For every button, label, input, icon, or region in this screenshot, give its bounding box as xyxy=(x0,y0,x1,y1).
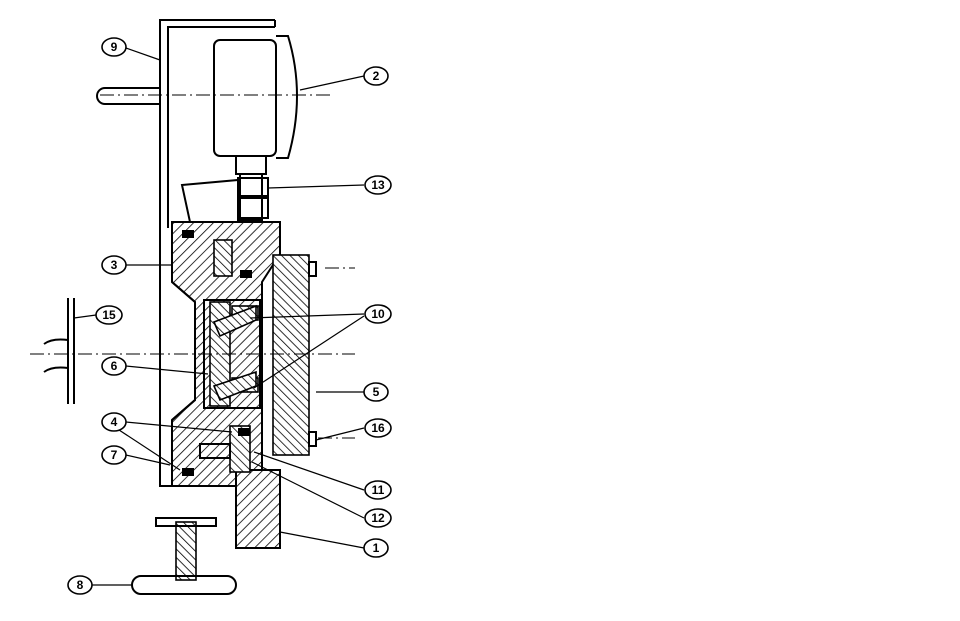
callout-label-3: 3 xyxy=(111,258,118,272)
callout-11: 11 xyxy=(364,480,392,500)
callout-label-2: 2 xyxy=(373,69,380,83)
callout-13: 13 xyxy=(364,175,392,195)
callout-9: 9 xyxy=(101,37,127,57)
callout-label-11: 11 xyxy=(372,483,385,497)
callout-label-4: 4 xyxy=(111,415,118,429)
inner-plug xyxy=(203,299,261,409)
callout-4: 4 xyxy=(101,412,127,432)
callout-label-13: 13 xyxy=(371,178,385,192)
callout-15: 15 xyxy=(95,305,123,325)
callout-8: 8 xyxy=(67,575,93,595)
callout-12: 12 xyxy=(364,508,392,528)
callout-6: 6 xyxy=(101,356,127,376)
callout-label-1: 1 xyxy=(373,541,380,555)
callout-2: 2 xyxy=(363,66,389,86)
callout-label-6: 6 xyxy=(111,359,118,373)
callout-label-8: 8 xyxy=(77,578,84,592)
callout-5: 5 xyxy=(363,382,389,402)
callout-3: 3 xyxy=(101,255,127,275)
pressure-gauge xyxy=(213,35,298,221)
clamp-screw xyxy=(131,517,237,595)
callout-label-9: 9 xyxy=(111,40,118,54)
seal-packs xyxy=(182,230,252,476)
bracket-frame xyxy=(159,19,276,487)
callout-7: 7 xyxy=(101,445,127,465)
cover-plate xyxy=(272,254,317,456)
callout-label-12: 12 xyxy=(371,511,385,525)
spring-clip xyxy=(43,298,75,404)
callout-label-5: 5 xyxy=(373,385,380,399)
bracket-handle xyxy=(96,87,160,105)
leader-lines xyxy=(73,47,365,586)
callout-1: 1 xyxy=(363,538,389,558)
callout-label-10: 10 xyxy=(371,307,385,321)
callout-16: 16 xyxy=(364,418,392,438)
connector-fitting xyxy=(180,177,269,223)
callout-10: 10 xyxy=(364,304,392,324)
callout-label-7: 7 xyxy=(111,448,118,462)
callout-label-16: 16 xyxy=(371,421,385,435)
callout-label-15: 15 xyxy=(102,308,116,322)
